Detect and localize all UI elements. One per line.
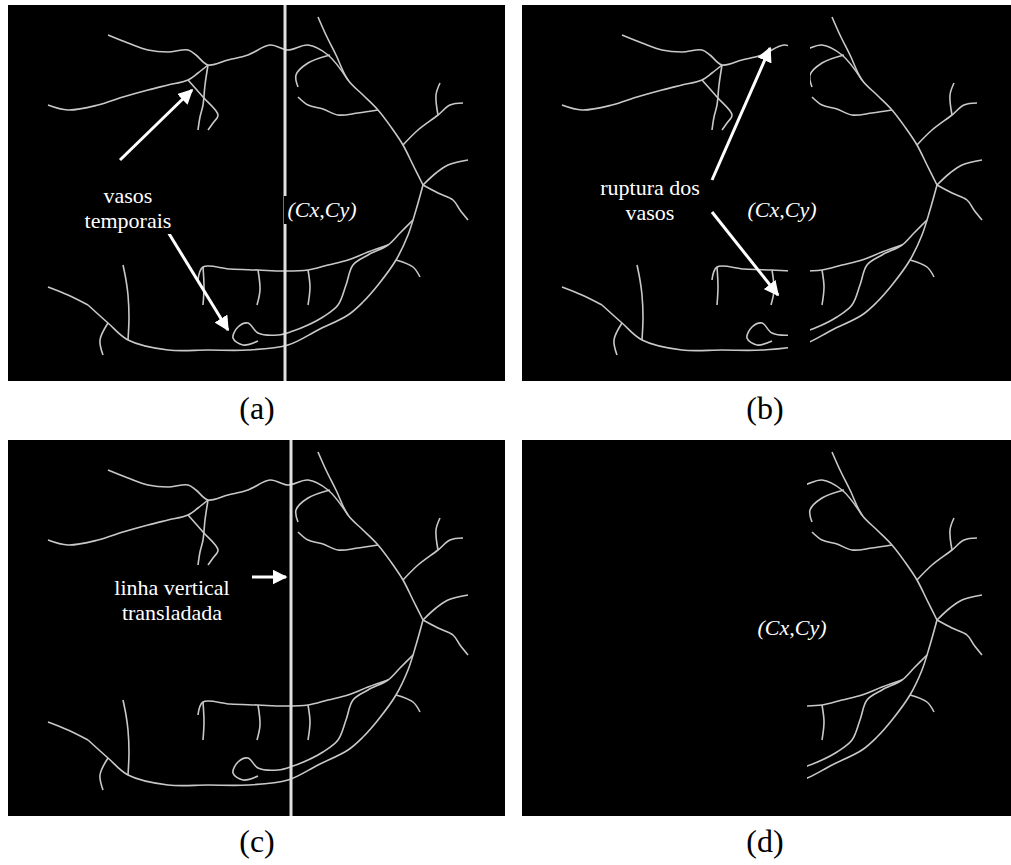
vessel <box>807 655 927 780</box>
vessel <box>810 55 844 87</box>
vessel <box>423 595 468 620</box>
vessel <box>396 260 420 277</box>
leader-arrow <box>712 48 770 180</box>
vessel <box>198 245 388 280</box>
vessel <box>403 103 463 145</box>
vessel-tree <box>48 452 468 790</box>
vessel <box>822 270 824 305</box>
vessel <box>423 620 468 655</box>
vessel <box>910 260 934 277</box>
retina-panel <box>8 440 505 816</box>
vessel-tree <box>48 17 468 355</box>
vessel <box>298 532 378 550</box>
annotation: (Cx,Cy) <box>744 196 819 223</box>
leader-arrow <box>712 212 778 295</box>
annotation: (Cx,Cy) <box>754 614 829 641</box>
leader-arrow <box>168 232 228 330</box>
panel-ground <box>522 5 1011 381</box>
vessel <box>108 470 348 515</box>
retina-panel <box>522 440 1011 816</box>
panel-caption: (d) <box>743 822 786 861</box>
vessel <box>48 500 208 545</box>
vessel <box>937 595 982 620</box>
retina-panel <box>522 5 1011 381</box>
vessel <box>562 287 602 305</box>
vessel <box>308 270 310 305</box>
vessel <box>807 680 902 715</box>
vessel <box>832 452 937 620</box>
vessel <box>950 83 954 115</box>
vessel <box>747 220 927 345</box>
vessel <box>198 500 208 565</box>
vessel <box>257 270 260 305</box>
vessel <box>296 490 330 522</box>
vessel <box>48 722 88 740</box>
leader-arrow <box>252 576 286 579</box>
vessel <box>48 65 208 110</box>
vessel-tree <box>562 17 982 355</box>
panel-caption: (a) <box>236 389 278 428</box>
vessel <box>100 758 108 790</box>
annotation: vasos temporais <box>70 182 186 235</box>
vessel <box>233 220 413 345</box>
vessel <box>807 620 937 786</box>
vessel <box>622 35 862 80</box>
vessel <box>910 695 934 712</box>
vessel <box>562 65 722 110</box>
vessel <box>198 680 388 715</box>
vessel <box>396 695 420 712</box>
annotation: (Cx,Cy) <box>284 196 359 223</box>
vessel <box>423 160 468 185</box>
vessel <box>308 705 310 740</box>
annotation: linha vertical transladada <box>94 574 250 627</box>
vessel <box>712 65 722 130</box>
vessel <box>917 103 977 145</box>
vessel <box>403 538 463 580</box>
vessel <box>296 55 330 87</box>
leader-arrow <box>120 90 192 160</box>
annotation: ruptura dos vasos <box>595 174 705 227</box>
vessel <box>717 267 718 305</box>
vessel <box>937 620 982 655</box>
vessel <box>436 83 440 115</box>
vessel <box>298 97 378 115</box>
vessel <box>822 705 824 740</box>
vessel <box>203 267 204 305</box>
panel-caption: (c) <box>236 822 278 861</box>
vessel <box>108 35 348 80</box>
panel-ground <box>8 440 505 816</box>
vessel <box>436 518 440 550</box>
vessel <box>257 705 260 740</box>
vessel <box>917 538 977 580</box>
panel-ground <box>522 440 1011 816</box>
vessel <box>88 620 423 786</box>
vessel <box>812 532 892 550</box>
vessel <box>233 655 413 780</box>
panel-caption: (b) <box>743 389 786 428</box>
vessel <box>203 702 204 740</box>
vessel <box>832 17 937 185</box>
vessel <box>123 265 129 340</box>
vessel <box>198 65 208 130</box>
vessel <box>950 518 954 550</box>
vessel <box>937 185 982 220</box>
vessel <box>937 160 982 185</box>
vertical-line <box>290 440 293 816</box>
vessel <box>100 323 108 355</box>
vessel <box>318 17 423 185</box>
vessel <box>48 287 88 305</box>
vessel-tree <box>807 452 982 790</box>
vertical-line <box>284 5 287 381</box>
panel-ground <box>8 5 505 381</box>
vessel <box>614 323 622 355</box>
vessel <box>123 700 129 775</box>
vessel <box>318 452 423 620</box>
vessel <box>810 490 844 522</box>
vessel <box>812 97 892 115</box>
vessel <box>637 265 643 340</box>
vessel <box>423 185 468 220</box>
retina-panel <box>8 5 505 381</box>
